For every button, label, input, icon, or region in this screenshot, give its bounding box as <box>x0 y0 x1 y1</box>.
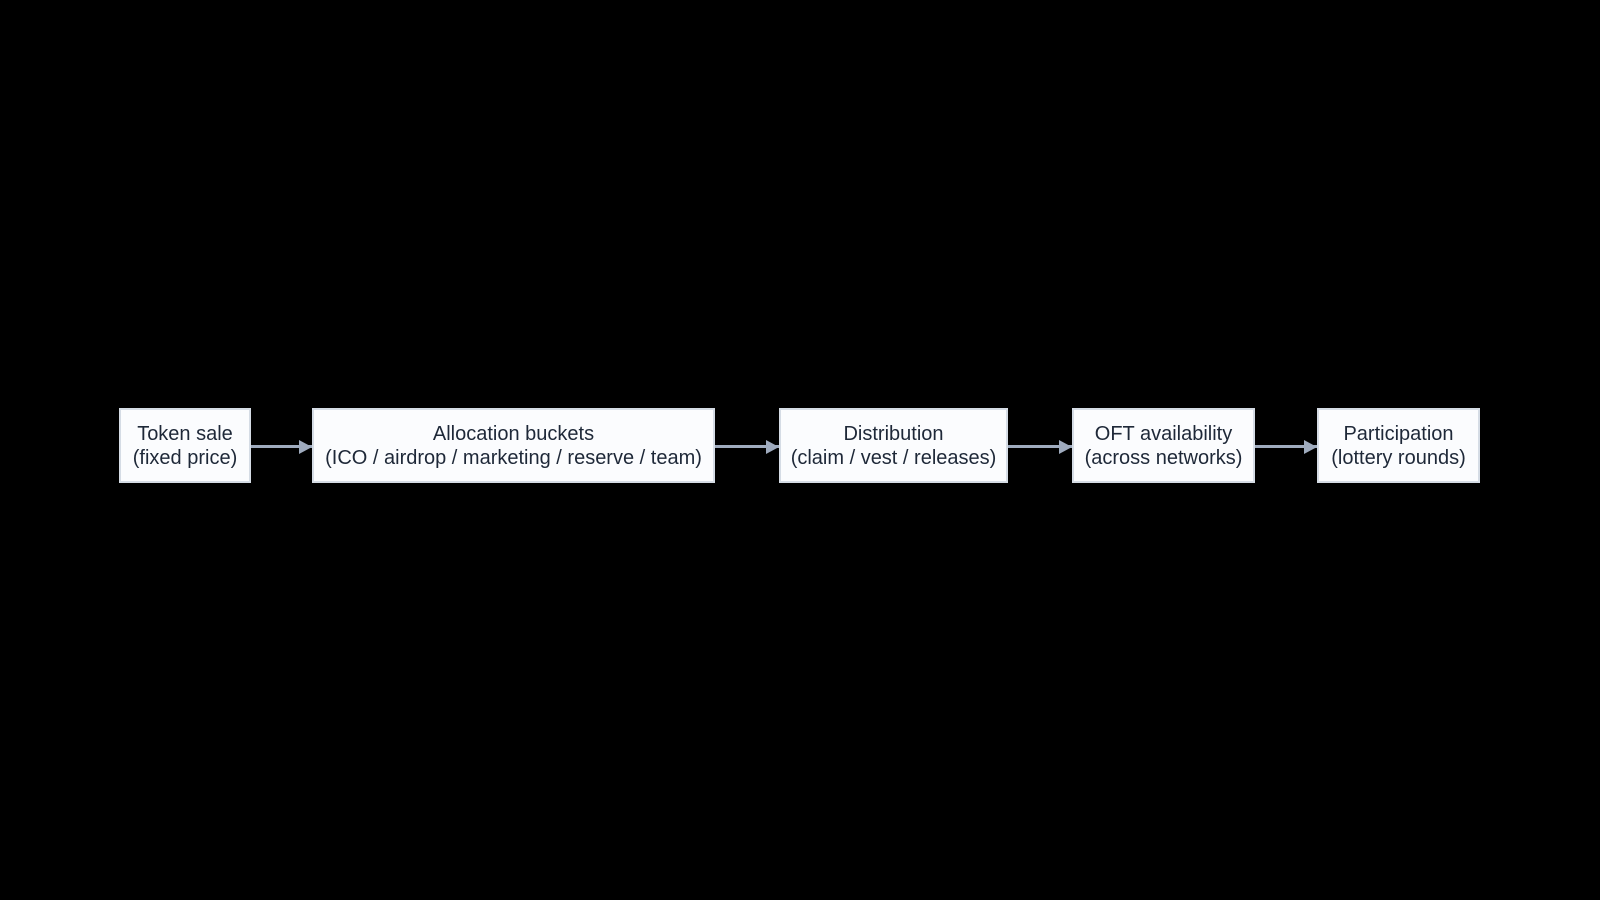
node-oft-availability-subtitle: (across networks) <box>1084 446 1243 469</box>
flow-arrow-2 <box>715 439 779 454</box>
flow-arrow-4 <box>1255 439 1317 454</box>
node-distribution-subtitle: (claim / vest / releases) <box>790 446 997 469</box>
node-token-sale-title: Token sale <box>137 422 233 445</box>
node-participation-title: Participation <box>1343 422 1454 445</box>
node-participation-subtitle: (lottery rounds) <box>1331 446 1466 469</box>
node-allocation-buckets-subtitle: (ICO / airdrop / marketing / reserve / t… <box>325 446 702 469</box>
flow-arrow-3 <box>1008 439 1072 454</box>
node-oft-availability-title: OFT availability <box>1094 422 1233 445</box>
node-participation: Participation (lottery rounds) <box>1317 408 1480 483</box>
node-distribution: Distribution (claim / vest / releases) <box>779 408 1008 483</box>
node-oft-availability: OFT availability (across networks) <box>1072 408 1255 483</box>
flow-arrow-1 <box>251 439 312 454</box>
node-distribution-title: Distribution <box>843 422 944 445</box>
node-token-sale: Token sale (fixed price) <box>119 408 251 483</box>
node-token-sale-subtitle: (fixed price) <box>132 446 238 469</box>
node-allocation-buckets-title: Allocation buckets <box>432 422 595 445</box>
node-allocation-buckets: Allocation buckets (ICO / airdrop / mark… <box>312 408 715 483</box>
